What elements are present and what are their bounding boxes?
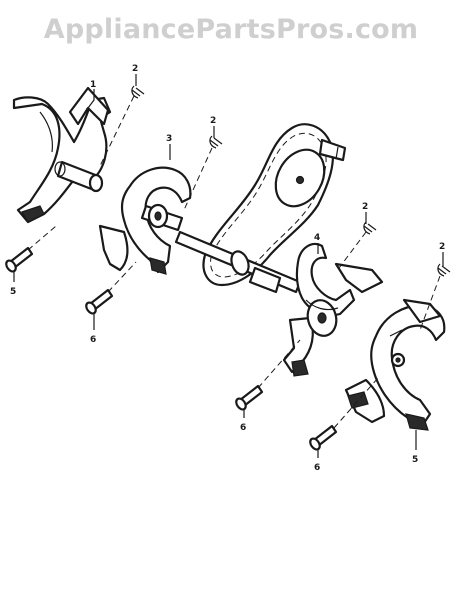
hairpin-clip-1 xyxy=(131,85,145,99)
callout-6-left: 6 xyxy=(90,335,96,345)
tine-part-5 xyxy=(344,298,446,431)
tine-part-3 xyxy=(98,166,192,275)
callout-2-center: 2 xyxy=(210,116,216,126)
hairpin-clip-2 xyxy=(209,135,223,149)
callout-6-middle: 6 xyxy=(240,423,246,433)
assembly-lines xyxy=(27,95,441,429)
callout-5-left: 5 xyxy=(10,287,16,297)
hairpin-clip-3 xyxy=(363,221,377,235)
watermark-text: AppliancePartsPros.com xyxy=(43,14,419,45)
callouts: 1 2 2 2 2 3 4 5 5 6 6 6 xyxy=(10,64,445,473)
callout-5-right: 5 xyxy=(412,455,418,465)
gear-case xyxy=(174,123,347,294)
leader-lines xyxy=(13,74,444,458)
callout-6-right: 6 xyxy=(314,463,320,473)
callout-4: 4 xyxy=(314,233,320,243)
callout-1: 1 xyxy=(90,80,96,90)
tine-part-4 xyxy=(282,242,384,377)
tine-part-1 xyxy=(12,86,112,224)
callout-2-far-right: 2 xyxy=(439,242,445,252)
hairpin-clip-4 xyxy=(437,263,451,277)
callout-3: 3 xyxy=(166,134,172,144)
callout-2-top-left: 2 xyxy=(132,64,138,74)
bolt-part-6-left xyxy=(85,288,114,315)
callout-2-right: 2 xyxy=(362,202,368,212)
bolt-part-6-right xyxy=(309,424,338,451)
bolt-left-part-5 xyxy=(5,246,34,273)
bolt-part-6-middle xyxy=(235,384,264,411)
